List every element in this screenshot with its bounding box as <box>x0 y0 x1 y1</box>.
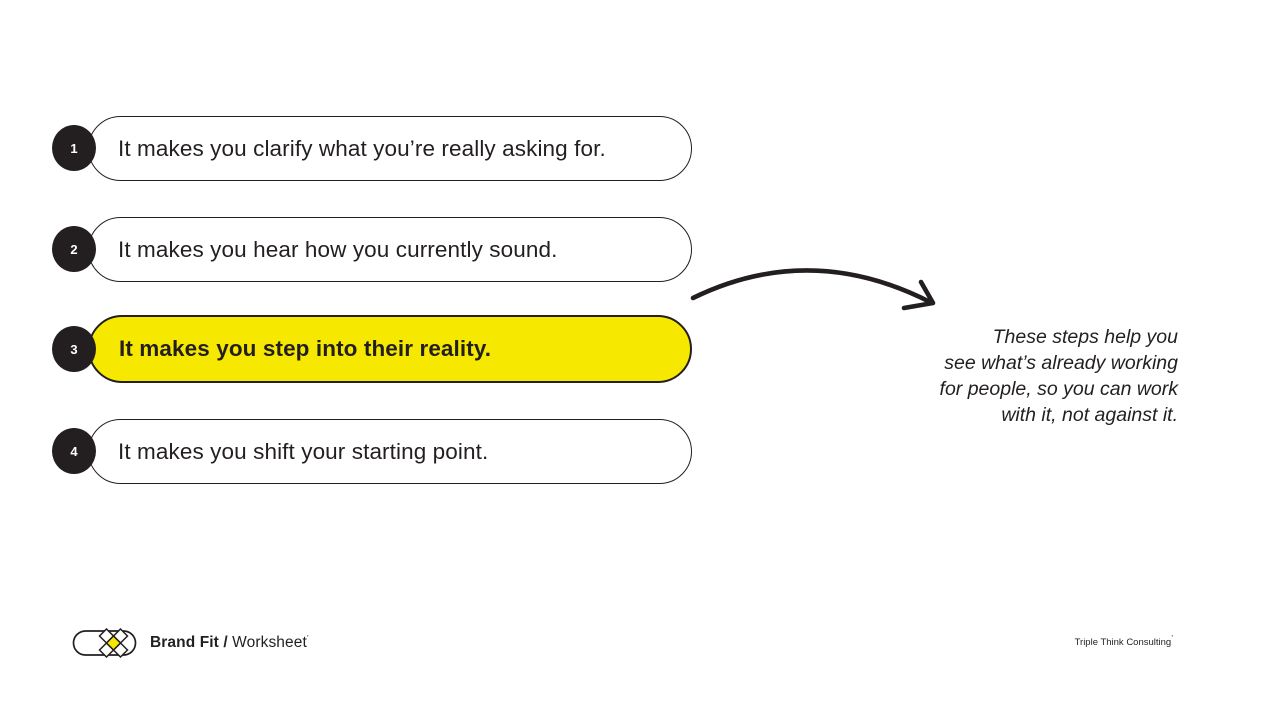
annotation-line: with it, not against it. <box>1001 404 1178 426</box>
company-credit: Triple Think Consulting’ <box>1074 633 1173 648</box>
brand-subname: Worksheet <box>227 634 307 651</box>
footer-brand: Brand Fit / Worksheet’ <box>72 628 309 658</box>
step-label: It makes you shift your starting point. <box>118 438 489 464</box>
step-number-badge: 2 <box>52 226 96 272</box>
step-pill-2: It makes you hear how you currently soun… <box>88 217 692 282</box>
annotation-text: These steps help you see what’s already … <box>878 324 1178 428</box>
annotation-line: for people, so you can work <box>939 378 1178 400</box>
step-number-badge: 1 <box>52 125 96 171</box>
company-name: Triple Think Consulting <box>1074 637 1172 648</box>
step-pill-1: It makes you clarify what you’re really … <box>88 116 692 181</box>
step-number-badge: 4 <box>52 428 96 474</box>
step-pill-4: It makes you shift your starting point. <box>88 419 692 484</box>
annotation-line: see what’s already working <box>944 352 1178 374</box>
brand-trademark: ’ <box>306 633 309 643</box>
step-label: It makes you step into their reality. <box>119 336 492 361</box>
step-label: It makes you clarify what you’re really … <box>118 135 606 161</box>
step-number-badge: 3 <box>52 326 96 372</box>
brand-name: Brand Fit / <box>150 634 228 651</box>
annotation-line: These steps help you <box>992 326 1178 348</box>
step-label: It makes you hear how you currently soun… <box>118 236 558 262</box>
company-trademark: ’ <box>1171 633 1173 643</box>
brand-wordmark: Brand Fit / Worksheet’ <box>150 634 309 652</box>
brand-logo-icon <box>72 628 137 658</box>
step-pill-3: It makes you step into their reality. <box>88 315 692 383</box>
curved-arrow-icon <box>690 268 936 311</box>
